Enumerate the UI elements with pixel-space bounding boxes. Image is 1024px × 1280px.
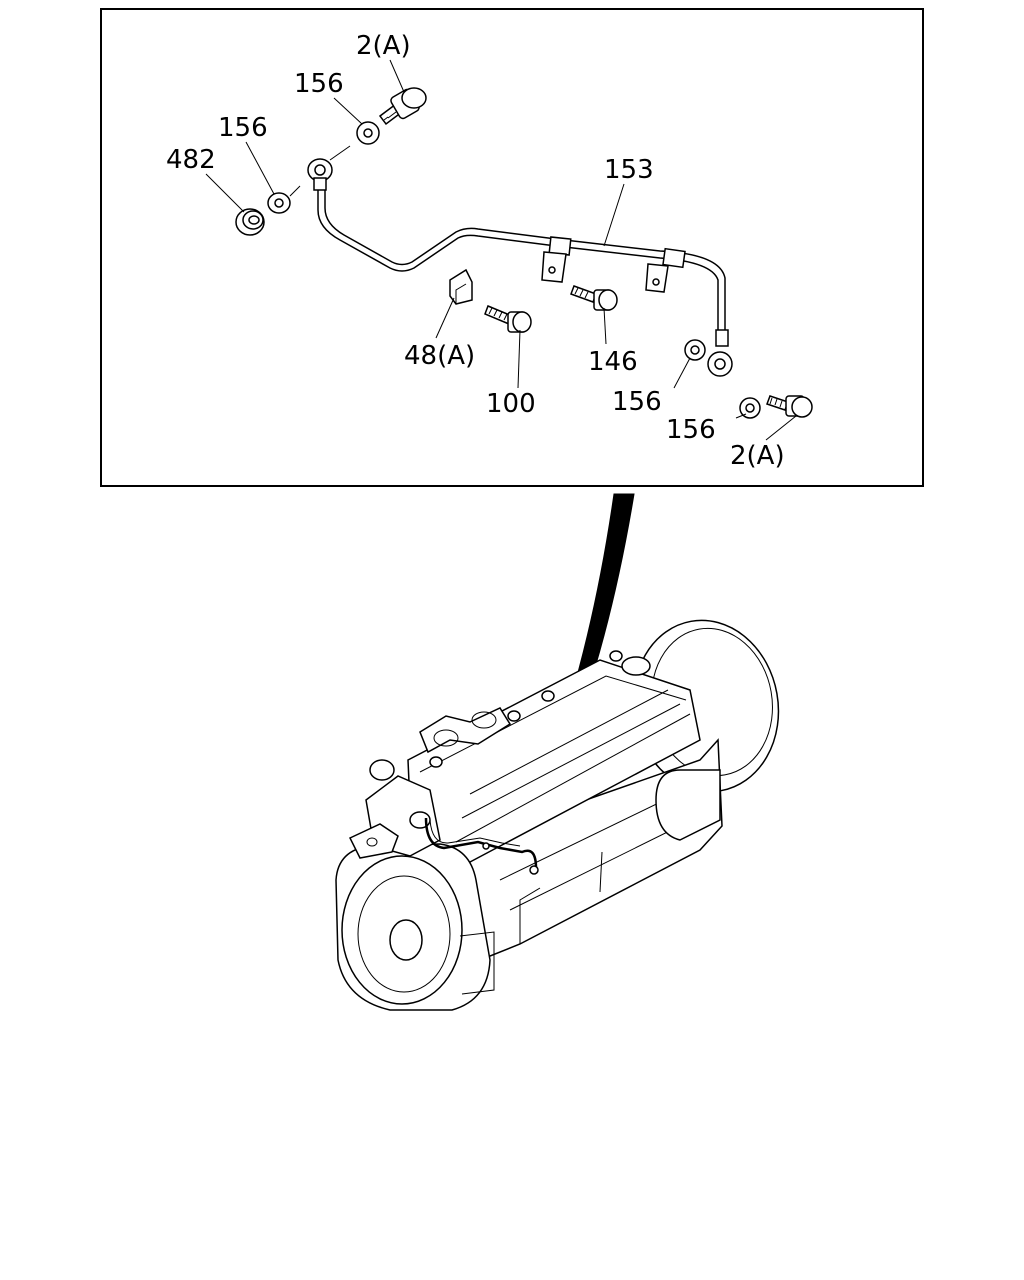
engine-illustration — [335, 619, 780, 1011]
leader-lines — [205, 59, 797, 441]
callout-washer-156-b: 156 — [218, 113, 268, 143]
callout-washer-156-d: 156 — [666, 415, 716, 445]
pipe-eye-fitting-bottom — [707, 329, 733, 377]
washer-156-top-left — [267, 192, 291, 214]
callout-bolt-2a-top: 2(A) — [356, 31, 411, 61]
bolt-146 — [570, 285, 618, 311]
callout-bolt-2a-bottom: 2(A) — [730, 441, 785, 471]
washer-156-bottom-left — [684, 339, 706, 361]
nut-482 — [235, 208, 265, 236]
washer-156-bottom-right — [739, 397, 761, 419]
detail-frame — [100, 8, 924, 487]
pipe-clip-bracket — [541, 251, 669, 293]
bolt-100 — [484, 305, 532, 333]
pipe-eye-fitting-top — [307, 158, 333, 191]
bracket-48a — [449, 268, 473, 305]
callout-bolt-100: 100 — [486, 389, 536, 419]
callout-labels: 2(A) 156 156 482 153 48(A) 100 146 156 1… — [166, 31, 785, 471]
callout-washer-156-a: 156 — [294, 69, 344, 99]
callout-bracket-48a: 48(A) — [404, 341, 475, 371]
washer-156-top-right — [356, 121, 380, 145]
callout-pipe-153: 153 — [604, 155, 654, 185]
callout-washer-156-c: 156 — [612, 387, 662, 417]
callout-bolt-146: 146 — [588, 347, 638, 377]
eye-bolt-2a-bottom — [766, 395, 813, 418]
oil-pipe-153 — [317, 186, 726, 330]
callout-nut-482: 482 — [166, 145, 216, 175]
eye-bolt-2a-top — [378, 87, 427, 126]
